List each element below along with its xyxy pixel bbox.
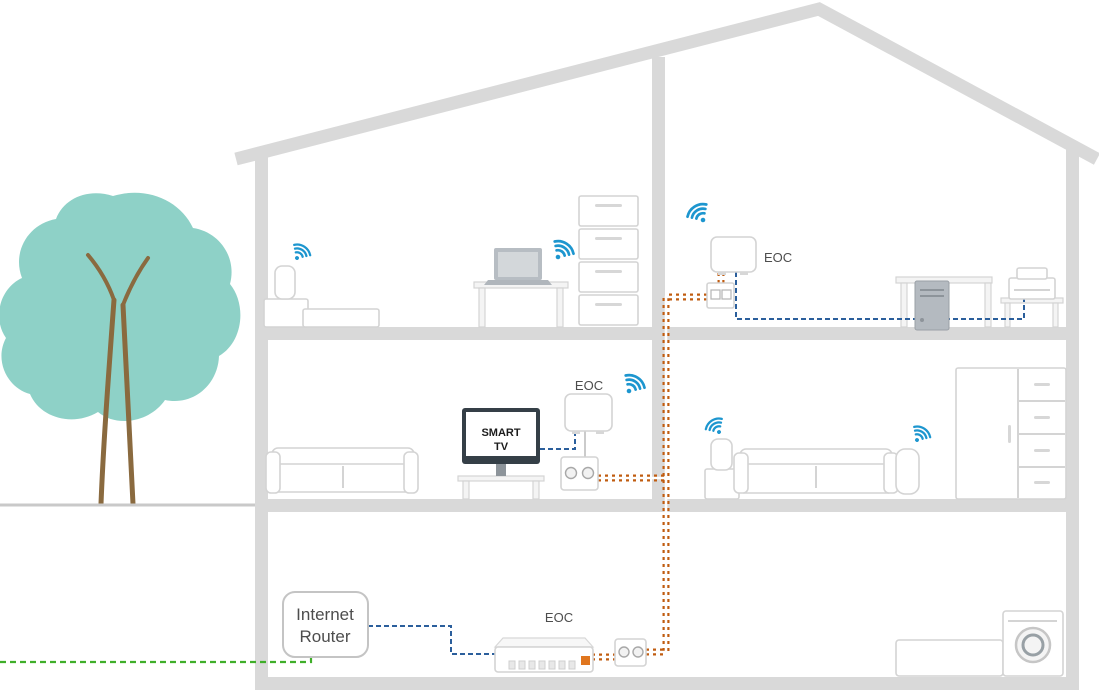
wifi-speaker-mid-1 (710, 438, 733, 471)
pc-tower (914, 280, 950, 331)
wifi-icon (702, 414, 730, 440)
right-wall (1066, 143, 1079, 690)
wifi-icon (617, 370, 649, 401)
wifi-speaker-mid-2 (895, 448, 920, 495)
switch-coax-port (581, 656, 590, 665)
middle-right-room (704, 367, 1067, 500)
wall-outlet-middle (560, 456, 599, 491)
eoc-adapter-top (710, 236, 757, 275)
middle-left-room: SMART TV (265, 408, 545, 500)
roof (234, 2, 1099, 166)
tv-stand (457, 475, 545, 500)
eoc-switch (493, 637, 595, 673)
sofa-left (265, 447, 419, 494)
ethernet-tv-to-eoc (540, 432, 576, 450)
wifi-speaker-top-left (274, 265, 296, 300)
router-label-line2: Router (299, 627, 350, 646)
wifi-icon (546, 236, 578, 267)
bottom-floor-slab (255, 677, 1079, 690)
eoc-label-top: EOC (764, 250, 792, 265)
wifi-icon (286, 240, 314, 266)
sideboard-top-left (302, 308, 380, 328)
laptop (484, 248, 552, 285)
eoc-label-bottom: EOC (545, 610, 573, 625)
left-wall (255, 150, 268, 690)
washing-machine (1002, 610, 1064, 677)
top-right-room (895, 276, 1064, 328)
tree (0, 192, 241, 507)
nightstand (263, 298, 309, 328)
wall-outlet-top (706, 282, 735, 309)
wifi-icon (683, 199, 715, 230)
house-structure (234, 2, 1099, 690)
wall-outlet-bottom (614, 638, 647, 667)
wardrobe (955, 367, 1067, 500)
ethernet-eoc-to-pc-printer (735, 272, 1025, 320)
tree-foliage (0, 192, 241, 422)
router-label-line1: Internet (296, 605, 354, 624)
eoc-adapter-middle (564, 393, 613, 434)
smart-tv-label-line2: TV (494, 441, 509, 453)
sideboard-bottom (895, 639, 1004, 677)
ethernet-router-to-switch (368, 625, 495, 655)
desk-top-left (473, 281, 569, 328)
router-label-box: Internet Router (282, 591, 369, 658)
printer-table (1000, 297, 1064, 328)
eoc-label-middle: EOC (575, 378, 603, 393)
interior-wall (652, 57, 665, 512)
bottom-floor (895, 610, 1064, 677)
drawer-tower (578, 195, 639, 326)
tree-trunk (98, 297, 117, 507)
wifi-icon (906, 422, 934, 448)
printer (1008, 267, 1056, 300)
sofa-right (733, 448, 899, 494)
smart-tv: SMART TV (462, 408, 540, 476)
smart-tv-label-line1: SMART (481, 427, 520, 439)
top-left-room (263, 195, 639, 328)
